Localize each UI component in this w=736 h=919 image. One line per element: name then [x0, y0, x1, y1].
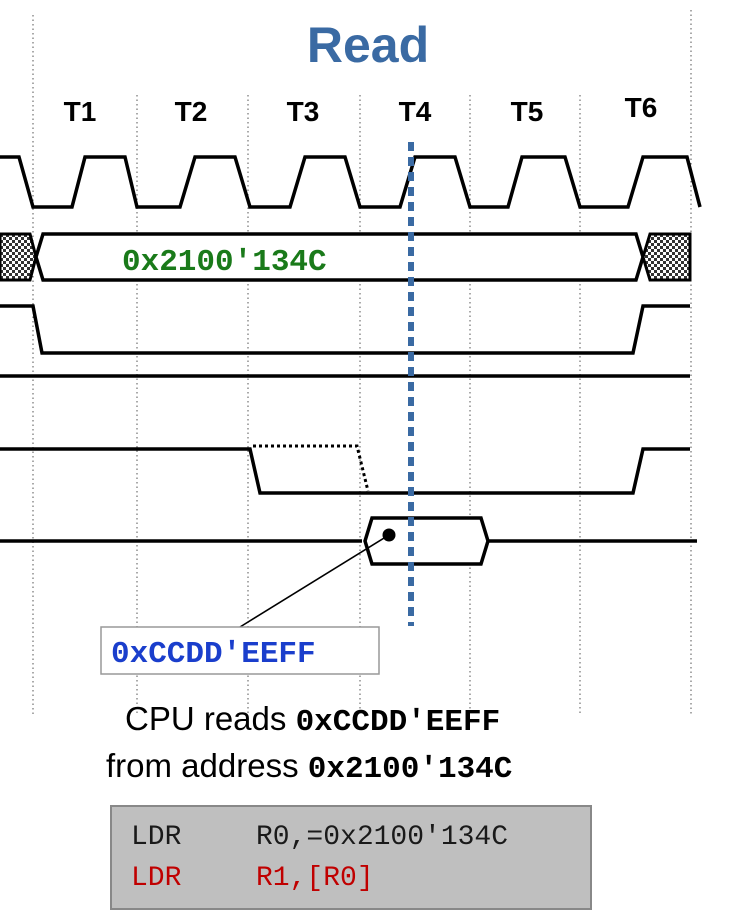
code-box: LDR R0,=0x2100'134C LDR R1,[R0]	[110, 805, 592, 910]
code-box-background	[110, 805, 592, 910]
code-line-2-mnemonic: LDR	[131, 863, 182, 894]
caption-line-1-text: CPU reads	[125, 700, 286, 737]
read-enable-waveform	[0, 447, 690, 495]
time-label-t1: T1	[64, 96, 97, 127]
address-invalid-right	[641, 232, 692, 282]
read-enable-alternate-dotted	[253, 444, 370, 492]
clock-waveform	[0, 155, 702, 209]
caption-line-1-value: 0xCCDD'EEFF	[296, 705, 501, 740]
time-label-t4: T4	[399, 96, 432, 127]
code-line-1-operands: R0,=0x2100'134C	[256, 822, 508, 853]
address-valid-region	[34, 232, 645, 282]
code-line-2-operands: R1,[R0]	[256, 863, 374, 894]
cycle-gridlines	[32, 10, 692, 715]
address-strobe-waveform	[0, 304, 690, 355]
time-label-t3: T3	[287, 96, 320, 127]
time-label-t2: T2	[175, 96, 208, 127]
page-title: Read	[307, 17, 429, 73]
code-line-1-mnemonic: LDR	[131, 822, 182, 853]
callout-dot	[382, 528, 396, 542]
data-valid-region	[363, 516, 490, 566]
callout-line	[239, 534, 390, 628]
caption-line-1: CPU reads 0xCCDD'EEFF	[125, 700, 500, 740]
caption: CPU reads 0xCCDD'EEFF from address 0x210…	[106, 700, 512, 787]
data-bus	[0, 516, 697, 566]
time-labels: T1 T2 T3 T4 T5 T6	[64, 92, 658, 127]
data-value-callout: 0xCCDD'EEFF	[100, 626, 380, 675]
address-value: 0x2100'134C	[122, 245, 327, 280]
address-bus: 0x2100'134C	[0, 232, 692, 282]
caption-line-2: from address 0x2100'134C	[106, 747, 512, 787]
address-invalid-left	[0, 232, 38, 282]
data-value-text: 0xCCDD'EEFF	[111, 637, 316, 672]
caption-line-2-value: 0x2100'134C	[308, 752, 513, 787]
caption-line-2-text: from address	[106, 747, 299, 784]
data-value-box	[100, 626, 380, 675]
time-label-t6: T6	[625, 92, 658, 123]
time-label-t5: T5	[511, 96, 544, 127]
